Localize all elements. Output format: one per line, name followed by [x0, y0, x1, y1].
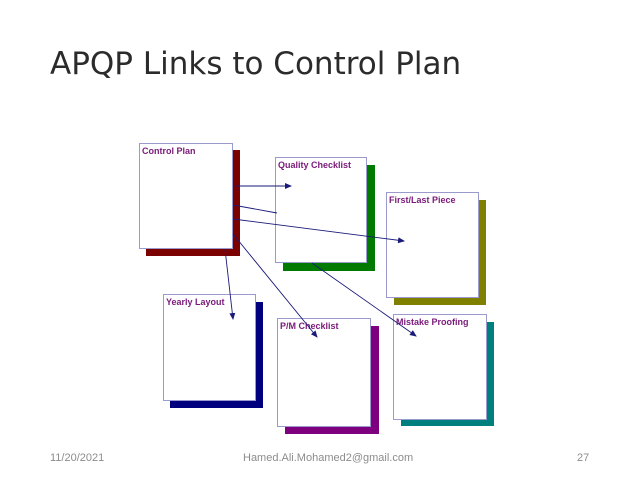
pm-checklist-label: P/M Checklist: [280, 321, 339, 331]
first-last-piece-label: First/Last Piece: [389, 195, 456, 205]
arrow-control-plan-to-first-last-piece: [232, 218, 405, 244]
control-plan-box: Control Plan: [139, 143, 233, 249]
arrow-control-plan-to-yearly-layout: [224, 248, 236, 320]
footer-date: 11/20/2021: [50, 452, 105, 464]
slide-title: APQP Links to Control Plan: [50, 46, 462, 82]
yearly-layout-box: Yearly Layout: [163, 294, 256, 401]
arrow-control-plan-to-pm-checklist: [232, 233, 318, 338]
mistake-proofing-label: Mistake Proofing: [396, 317, 469, 327]
quality-checklist-label: Quality Checklist: [278, 160, 352, 170]
mistake-proofing-box: Mistake Proofing: [393, 314, 487, 420]
pm-checklist-box: P/M Checklist: [277, 318, 371, 427]
footer-page-number: 27: [577, 452, 590, 464]
arrow-quality-checklist-to-mistake-proofing: [311, 262, 417, 337]
yearly-layout-label: Yearly Layout: [166, 297, 225, 307]
quality-checklist-box: Quality Checklist: [275, 157, 367, 263]
footer-email: Hamed.Ali.Mohamed2@gmail.com: [243, 452, 414, 464]
control-plan-label: Control Plan: [142, 146, 196, 156]
connector-control-plan-to-quality-checklist: [232, 204, 278, 214]
first-last-piece-box: First/Last Piece: [386, 192, 479, 298]
